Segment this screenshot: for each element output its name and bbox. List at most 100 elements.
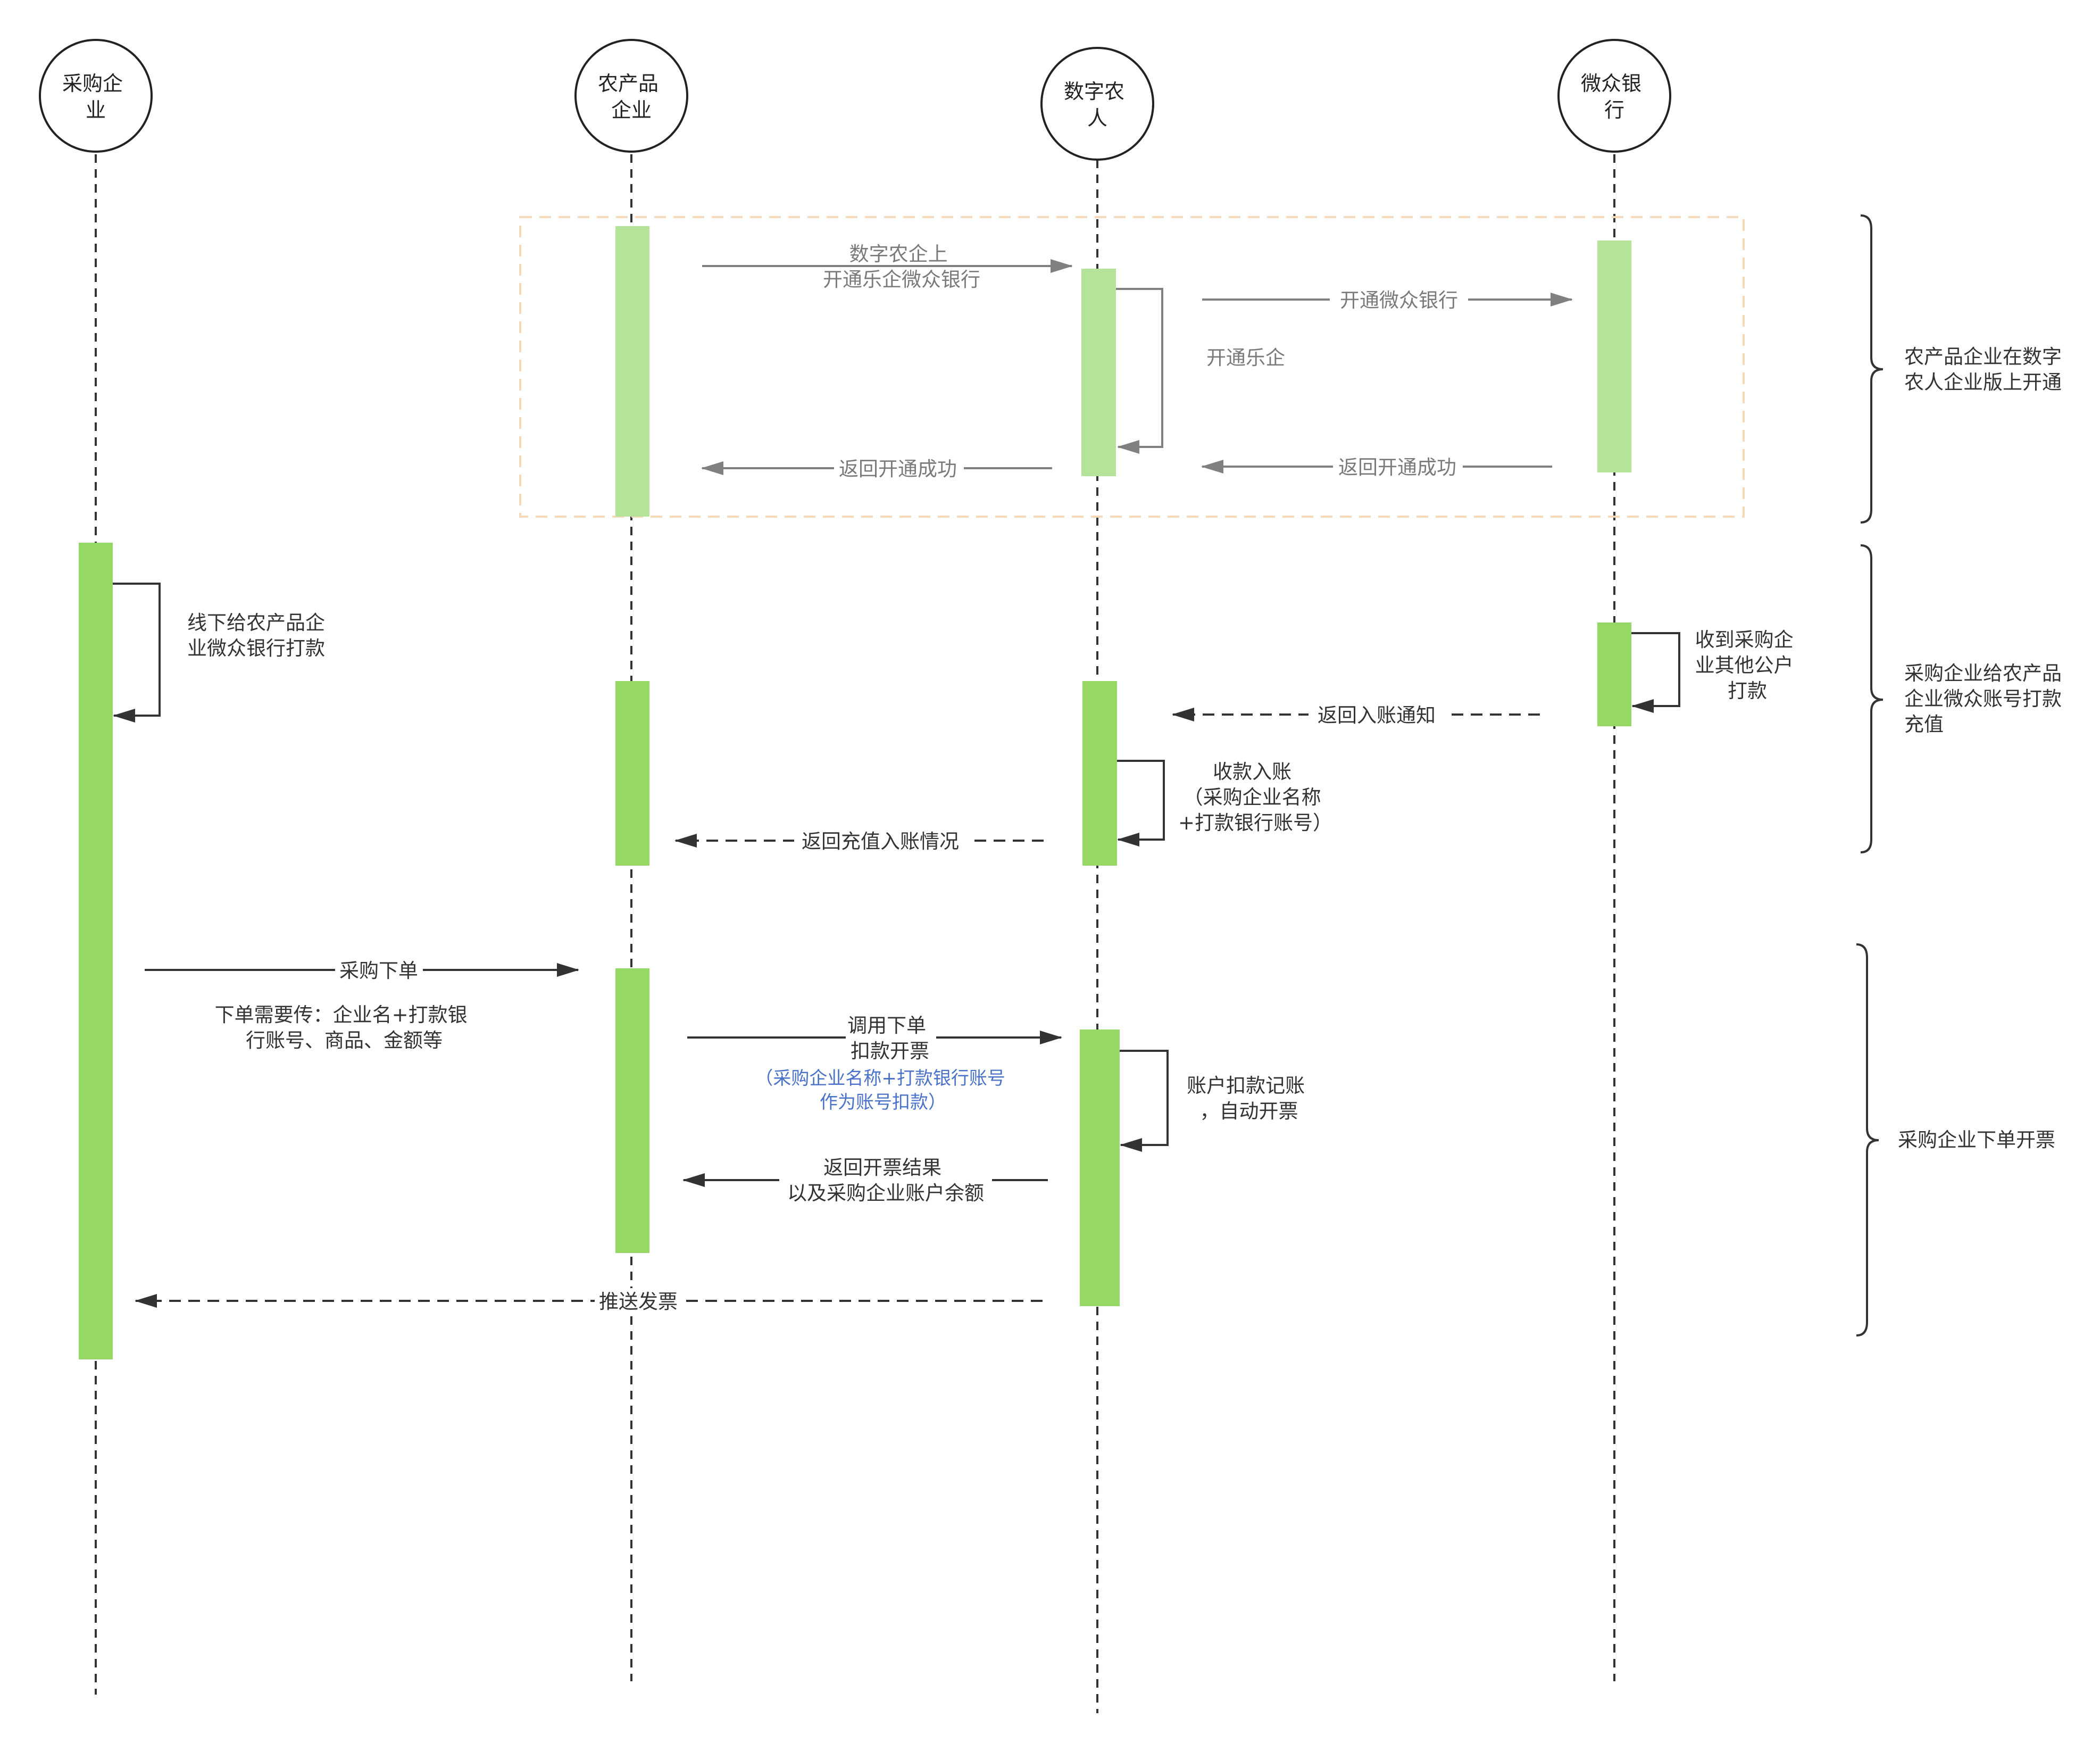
m9-label-3: +打款银行账号） (1178, 811, 1332, 834)
m2-label-bg (1330, 286, 1468, 312)
svg-text:返回充值入账情况: 返回充值入账情况 (802, 830, 959, 853)
message-m2: 开通微众银行 (1202, 286, 1573, 312)
svg-text:数字农企上 开通乐企微众银行: 数字农企上 开通乐企微众银行 (823, 243, 980, 291)
activation-bank-phase1 (1597, 240, 1631, 472)
m6-label-2: 业微众银行打款 (187, 637, 325, 660)
m1-label-1: 数字农企上 (849, 243, 948, 265)
participant-agri-label-1: 农产品 (598, 72, 659, 95)
m13-self-arrow (1120, 1050, 1169, 1152)
m14-label-2: 以及采购企业账户余额 (787, 1182, 984, 1205)
activation-digital-phase3 (1080, 1030, 1120, 1306)
participant-digital-circle (1040, 47, 1154, 161)
activation-buyer (79, 543, 113, 1359)
phase2-brace-shape (1860, 544, 1884, 853)
message-m10: 返回充值入账情况 (674, 828, 1044, 853)
message-m4: 返回开通成功 (701, 455, 1052, 481)
participant-buyer-circle (39, 39, 153, 153)
m12-label-2: 扣款开票 (851, 1040, 929, 1063)
svg-text:采购企业下单开票: 采购企业下单开票 (1898, 1128, 2055, 1151)
message-m6: 线下给农产品企 业微众银行打款 (113, 583, 331, 723)
svg-text:线下给农产品企 业微众银行打款: 线下给农产品企 业微众银行打款 (187, 611, 331, 660)
m11-note-1: 下单需要传：企业名+打款银 (215, 1003, 468, 1026)
participant-digital-label-1: 数字农 (1064, 80, 1124, 103)
svg-text:采购下单: 采购下单 (339, 959, 418, 982)
message-m14: 返回开票结果 以及采购企业账户余额 (682, 1152, 1048, 1205)
phase2-label-3: 充值 (1904, 713, 1944, 736)
participant-agri-label-2: 企业 (611, 98, 652, 122)
participant-bank: 微众银 行 (1557, 39, 1671, 153)
phase1-label-1: 农产品企业在数字 (1904, 345, 2062, 368)
participant-agri-circle (574, 39, 688, 153)
participant-bank-circle (1557, 39, 1671, 153)
m3-self-arrow (1116, 288, 1163, 454)
m9-label-1: 收款入账 (1213, 760, 1291, 783)
phase1-brace-shape (1860, 214, 1884, 524)
m15-label-bg (595, 1288, 682, 1314)
m10-label-bg (794, 828, 967, 853)
svg-text:收到采购企 业其他公户 打款: 收到采购企 业其他公户 打款 (1695, 628, 1800, 702)
m11-label: 采购下单 (339, 959, 418, 982)
participant-agri: 农产品 企业 (574, 39, 688, 153)
activation-agri-phase1 (615, 226, 649, 517)
svg-text:返回入账通知: 返回入账通知 (1318, 704, 1436, 727)
m9-self-arrow (1117, 760, 1165, 846)
phase2-label-2: 企业微众账号打款 (1904, 687, 2062, 710)
m7-label-3: 打款 (1728, 679, 1767, 702)
m12-label-bg (846, 1011, 936, 1063)
m4-label-bg (834, 455, 964, 481)
svg-text:数字农 人: 数字农 人 (1064, 80, 1131, 130)
message-m11: 采购下单 下单需要传：企业名+打款银 行账号、商品、金额等 (145, 957, 579, 1052)
m14-label-1: 返回开票结果 (823, 1156, 941, 1179)
m5-label: 返回开通成功 (1338, 456, 1456, 479)
svg-text:采购企 业: 采购企 业 (62, 72, 129, 122)
phase1-label-2: 农人企业版上开通 (1904, 371, 2062, 394)
phase1-brace: 农产品企业在数字 农人企业版上开通 (1860, 214, 2062, 524)
m10-label: 返回充值入账情况 (802, 830, 959, 853)
activation-bars (79, 226, 1631, 1359)
participant-digital-label-2: 人 (1087, 106, 1107, 130)
message-m1: 数字农企上 开通乐企微众银行 (702, 243, 1073, 291)
svg-text:账户扣款记账 ，自动开票: 账户扣款记账 ，自动开票 (1187, 1074, 1311, 1123)
participant-buyer: 采购企 业 (39, 39, 153, 153)
m12-note-2: 作为账号扣款） (820, 1092, 946, 1113)
m12-note-1: （采购企业名称+打款银行账号 (755, 1068, 1005, 1089)
m9-label-2: （采购企业名称 (1184, 786, 1321, 809)
svg-text:下单需要传：企业名+打款银 行账号、商品、金额等: 下单需要传：企业名+打款银 行账号、商品、金额等 (215, 1003, 474, 1052)
m1-label-2: 开通乐企微众银行 (823, 268, 980, 291)
svg-text:开通乐企: 开通乐企 (1206, 346, 1285, 369)
m3-label: 开通乐企 (1206, 346, 1285, 369)
participant-bank-label-1: 微众银 (1581, 72, 1641, 95)
message-m8: 返回入账通知 (1172, 702, 1540, 727)
m6-self-arrow (113, 583, 161, 723)
svg-text:农产品 企业: 农产品 企业 (598, 72, 665, 122)
lifelines (95, 154, 1615, 1713)
message-m12: 调用下单 扣款开票 （采购企业名称+打款银行账号 作为账号扣款） (687, 1011, 1062, 1113)
svg-text:（采购企业名称+打款银行账号 作为账号扣款）: （采购企业名称+打款银行账号 作为账号扣款） (755, 1068, 1011, 1113)
m7-label-2: 业其他公户 (1695, 654, 1794, 677)
message-m7: 收到采购企 业其他公户 打款 (1631, 628, 1800, 713)
m14-label-bg (779, 1152, 992, 1205)
svg-text:采购企业给农产品 企业微众账号打款: 采购企业给农产品 企业微众账号打款 充值 (1904, 662, 2068, 736)
m11-note-2: 行账号、商品、金额等 (246, 1029, 443, 1052)
phase2-brace: 采购企业给农产品 企业微众账号打款 充值 (1860, 544, 2068, 853)
m12-label-1: 调用下单 (847, 1014, 926, 1037)
message-m13: 账户扣款记账 ，自动开票 (1120, 1050, 1311, 1152)
m7-label-1: 收到采购企 (1695, 628, 1794, 651)
message-m3: 开通乐企 (1116, 288, 1285, 454)
participant-buyer-label-1: 采购企 (62, 72, 123, 95)
phase2-label-1: 采购企业给农产品 (1904, 662, 2062, 685)
svg-text:返回开通成功: 返回开通成功 (1338, 456, 1456, 479)
message-m15: 推送发票 (135, 1288, 1043, 1314)
participant-digital: 数字农 人 (1040, 47, 1154, 161)
m11-label-bg (335, 957, 423, 983)
participant-buyer-label-2: 业 (86, 98, 106, 122)
svg-text:调用下单 扣款开票: 调用下单 扣款开票 (847, 1014, 932, 1063)
m7-self-arrow (1631, 632, 1680, 713)
message-m5: 返回开通成功 (1201, 454, 1552, 479)
activation-agri-phase2 (615, 681, 649, 866)
m6-label-1: 线下给农产品企 (187, 611, 325, 634)
phase3-brace: 采购企业下单开票 (1856, 943, 2055, 1337)
m5-label-bg (1333, 454, 1463, 479)
svg-text:推送发票: 推送发票 (599, 1290, 678, 1313)
